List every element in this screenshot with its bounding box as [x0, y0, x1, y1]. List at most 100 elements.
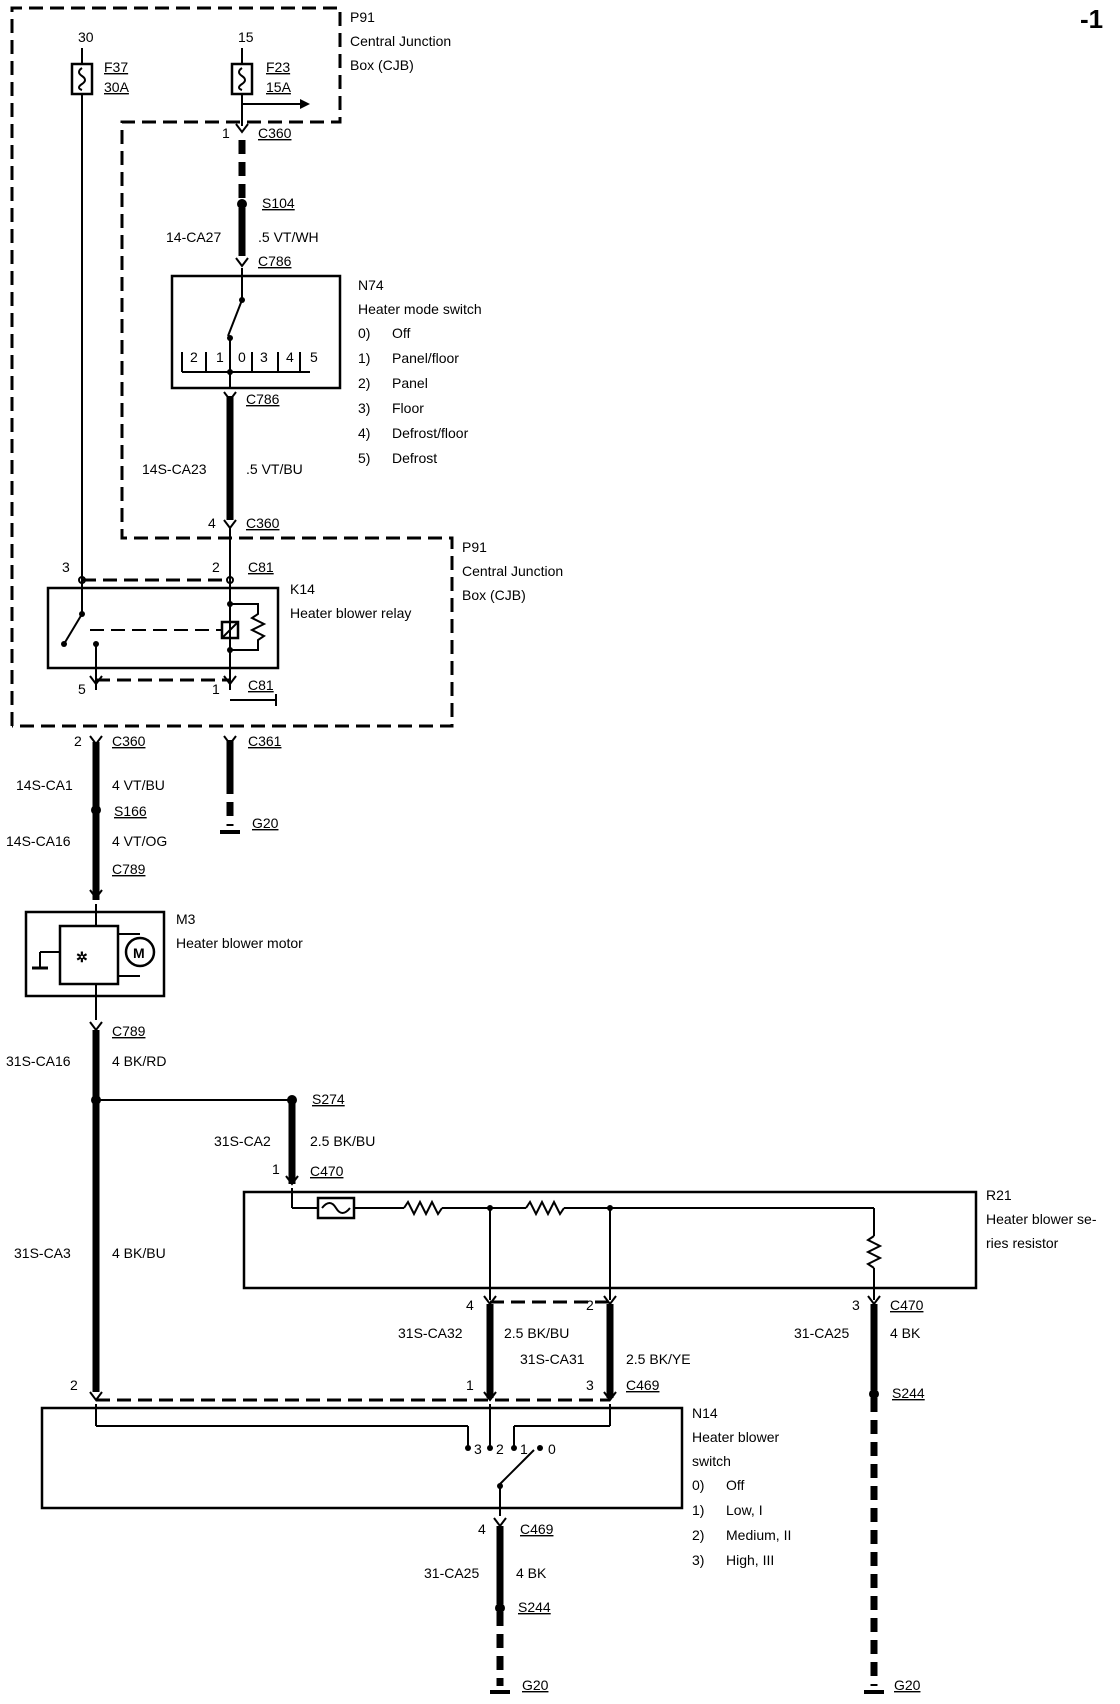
wire-ca2-spec: 2.5 BK/BU	[310, 1133, 375, 1149]
m3-code: M3	[176, 911, 196, 927]
n14-line1: Heater blower	[692, 1429, 779, 1445]
k14-relay-box	[46, 586, 280, 670]
n74-pos-4-label: Defrost/floor	[392, 425, 469, 441]
c360-mid-pin: 4	[208, 515, 216, 531]
n74-pos-0-label: Off	[392, 325, 411, 341]
wire-ca23-spec: .5 VT/BU	[246, 461, 303, 477]
k14-code: K14	[290, 581, 315, 597]
n74-name: Heater mode switch	[358, 301, 482, 317]
n14-pos-3-n: 3)	[692, 1552, 704, 1568]
n14-pos-3-label: High, III	[726, 1552, 774, 1568]
c81-top-label: C81	[248, 559, 274, 575]
splice-s104-dot	[237, 199, 247, 209]
c360-mid-label: C360	[246, 515, 280, 531]
n14-pin-2: 2	[70, 1377, 78, 1393]
n14-term-2: 2	[496, 1441, 504, 1457]
cjb-code-mid: P91	[462, 539, 487, 555]
n74-pos-5-label: Defrost	[392, 450, 437, 466]
n74-term-1: 1	[216, 349, 224, 365]
splice-s244-left-dot	[495, 1603, 505, 1613]
fuse-f37-terminal: 30	[78, 29, 94, 45]
r21-pin-2: 2	[586, 1297, 594, 1313]
m3-fan-box	[58, 924, 120, 986]
fuse-f37-rating: 30A	[104, 79, 130, 95]
n14-term-3: 3	[474, 1441, 482, 1457]
splice-s244-left: S244	[518, 1599, 551, 1615]
ground-g20-left: G20	[522, 1677, 549, 1693]
n14-switch-arm	[499, 1449, 535, 1485]
wire-ca16b-spec: 4 BK/RD	[112, 1053, 166, 1069]
c361-label: C361	[248, 733, 282, 749]
n74-pos-1-n: 1)	[358, 350, 370, 366]
c469-top-label: C469	[626, 1377, 660, 1393]
wire-ca16a-spec: 4 VT/OG	[112, 833, 167, 849]
c81-bottom-label: C81	[248, 677, 274, 693]
fuse-f23-rating: 15A	[266, 79, 292, 95]
c470-top-pin: 1	[272, 1161, 280, 1177]
n14-term-0: 0	[548, 1441, 556, 1457]
n74-term-3: 3	[260, 349, 268, 365]
n74-pos-0-n: 0)	[358, 325, 370, 341]
cjb-line2-mid: Box (CJB)	[462, 587, 526, 603]
n74-pos-3-label: Floor	[392, 400, 424, 416]
wire-ca1-spec: 4 VT/BU	[112, 777, 165, 793]
splice-s244-right: S244	[892, 1385, 925, 1401]
n14-pin-4: 4	[478, 1521, 486, 1537]
resistor-2-icon	[525, 1199, 565, 1217]
cjb-line2-top: Box (CJB)	[350, 57, 414, 73]
r21-pin-4: 4	[466, 1297, 474, 1313]
wire-ca25-left-spec: 4 BK	[516, 1565, 547, 1581]
n74-term-5: 5	[310, 349, 318, 365]
n74-pos-2-n: 2)	[358, 375, 370, 391]
resistor-1-icon	[403, 1199, 443, 1217]
c360-bottom-label: C360	[112, 733, 146, 749]
r21-pin-3: 3	[852, 1297, 860, 1313]
connector-chevron-icon	[235, 123, 249, 134]
wire-ca32-code: 31S-CA32	[398, 1325, 463, 1341]
m3-name: Heater blower motor	[176, 935, 303, 951]
k14-coil-icon	[220, 620, 240, 640]
cjb-line1-top: Central Junction	[350, 33, 451, 49]
ground-g20-relay: G20	[252, 815, 279, 831]
fuse-f23-terminal: 15	[238, 29, 254, 45]
wire-ca25-right-code: 31-CA25	[794, 1325, 849, 1341]
k14-pin-3: 3	[62, 559, 70, 575]
splice-s244-right-dot	[869, 1389, 879, 1399]
wire-ca1-code: 14S-CA1	[16, 777, 73, 793]
c786-top-label: C786	[258, 253, 292, 269]
c360-top-label: C360	[258, 125, 292, 141]
n74-positions: 0) Off 1) Panel/floor 2) Panel 3) Floor …	[358, 325, 469, 466]
resistor-3-icon	[865, 1235, 883, 1269]
n74-pos-5-n: 5)	[358, 450, 370, 466]
fuse-f37-name: F37	[104, 59, 128, 75]
n74-pos-3-n: 3)	[358, 400, 370, 416]
n74-term-0: 0	[238, 349, 246, 365]
n74-term-4: 4	[286, 349, 294, 365]
n74-pos-1-label: Panel/floor	[392, 350, 459, 366]
n14-pos-2-n: 2)	[692, 1527, 704, 1543]
c360-bottom-pin: 2	[74, 733, 82, 749]
wire-ca23-code: 14S-CA23	[142, 461, 207, 477]
r21-line1: Heater blower se-	[986, 1211, 1097, 1227]
wire-ca16a-code: 14S-CA16	[6, 833, 71, 849]
wire-ca27-spec: .5 VT/WH	[258, 229, 319, 245]
k14-pin-2: 2	[212, 559, 220, 575]
n14-pin-1: 1	[466, 1377, 474, 1393]
n14-pin-3: 3	[586, 1377, 594, 1393]
c789-bottom-label: C789	[112, 1023, 146, 1039]
cjb-line1-mid: Central Junction	[462, 563, 563, 579]
n14-code: N14	[692, 1405, 718, 1421]
splice-s166: S166	[114, 803, 147, 819]
wire-ca2-code: 31S-CA2	[214, 1133, 271, 1149]
n14-pos-2-label: Medium, II	[726, 1527, 791, 1543]
n74-pos-4-n: 4)	[358, 425, 370, 441]
n14-pos-0-label: Off	[726, 1477, 745, 1493]
n74-switch-arm	[227, 299, 243, 337]
cjb-boundary-top	[10, 6, 454, 728]
wire-ca25-right-spec: 4 BK	[890, 1325, 921, 1341]
r21-line2: ries resistor	[986, 1235, 1059, 1251]
n14-pos-1-label: Low, I	[726, 1502, 763, 1518]
c470-top-label: C470	[310, 1163, 344, 1179]
k14-contact-arm	[63, 613, 83, 645]
